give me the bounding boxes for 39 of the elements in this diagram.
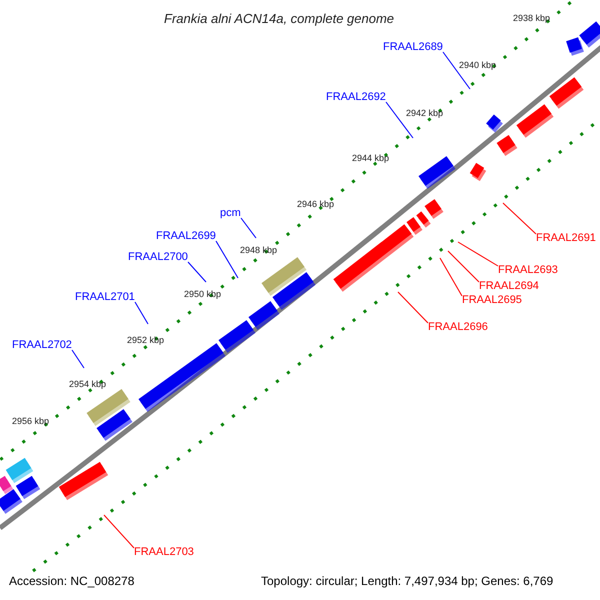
leader-line bbox=[104, 514, 134, 548]
gene-label: FRAAL2700 bbox=[128, 251, 188, 264]
gene-label: FRAAL2695 bbox=[462, 294, 522, 307]
gene-label: FRAAL2702 bbox=[12, 339, 72, 352]
leader-line bbox=[442, 52, 470, 90]
leader-line bbox=[72, 350, 84, 368]
leader-line bbox=[240, 218, 256, 238]
position-tick-label: 2948 kbp bbox=[240, 244, 278, 256]
position-tick-label: 2940 kbp bbox=[459, 59, 496, 71]
leader-line bbox=[458, 242, 498, 266]
leader-line bbox=[448, 250, 480, 282]
gene-label: FRAAL2694 bbox=[479, 280, 539, 293]
gene-label: FRAAL2701 bbox=[75, 291, 135, 304]
position-tick-label: 2954 kbp bbox=[69, 378, 106, 390]
position-tick-label: 2944 kbp bbox=[352, 152, 390, 164]
gene-label: FRAAL2703 bbox=[134, 546, 194, 559]
gene-label: FRAAL2691 bbox=[536, 232, 596, 245]
leader-line bbox=[386, 102, 414, 138]
footer-note: Accession: NC_008278 bbox=[9, 573, 134, 589]
leader-line bbox=[134, 302, 148, 324]
position-tick-label: 2950 kbp bbox=[184, 288, 222, 300]
gene-label: FRAAL2689 bbox=[383, 41, 443, 54]
position-tick-label: 2946 kbp bbox=[297, 198, 334, 210]
leader-line bbox=[398, 292, 428, 324]
leader-line bbox=[502, 202, 536, 234]
gene-label: FRAAL2693 bbox=[498, 264, 558, 277]
gene-label: pcm bbox=[220, 207, 241, 220]
gene-label: FRAAL2696 bbox=[428, 321, 488, 334]
leader-line bbox=[440, 258, 462, 296]
footer-note: Topology: circular; Length: 7,497,934 bp; Genes: 6,769 bbox=[261, 573, 554, 589]
gene-label: FRAAL2699 bbox=[156, 230, 216, 243]
position-tick-label: 2952 kbp bbox=[127, 334, 164, 346]
position-tick-label: 2942 kbp bbox=[406, 107, 444, 119]
gene-label: FRAAL2692 bbox=[326, 91, 386, 104]
position-tick-label: 2938 kbp bbox=[513, 12, 550, 24]
map-title: Frankia alni ACN14a, complete genome bbox=[164, 10, 394, 28]
position-tick-label: 2956 kbp bbox=[12, 415, 50, 427]
leader-line bbox=[216, 240, 238, 278]
leader-line bbox=[188, 262, 206, 282]
